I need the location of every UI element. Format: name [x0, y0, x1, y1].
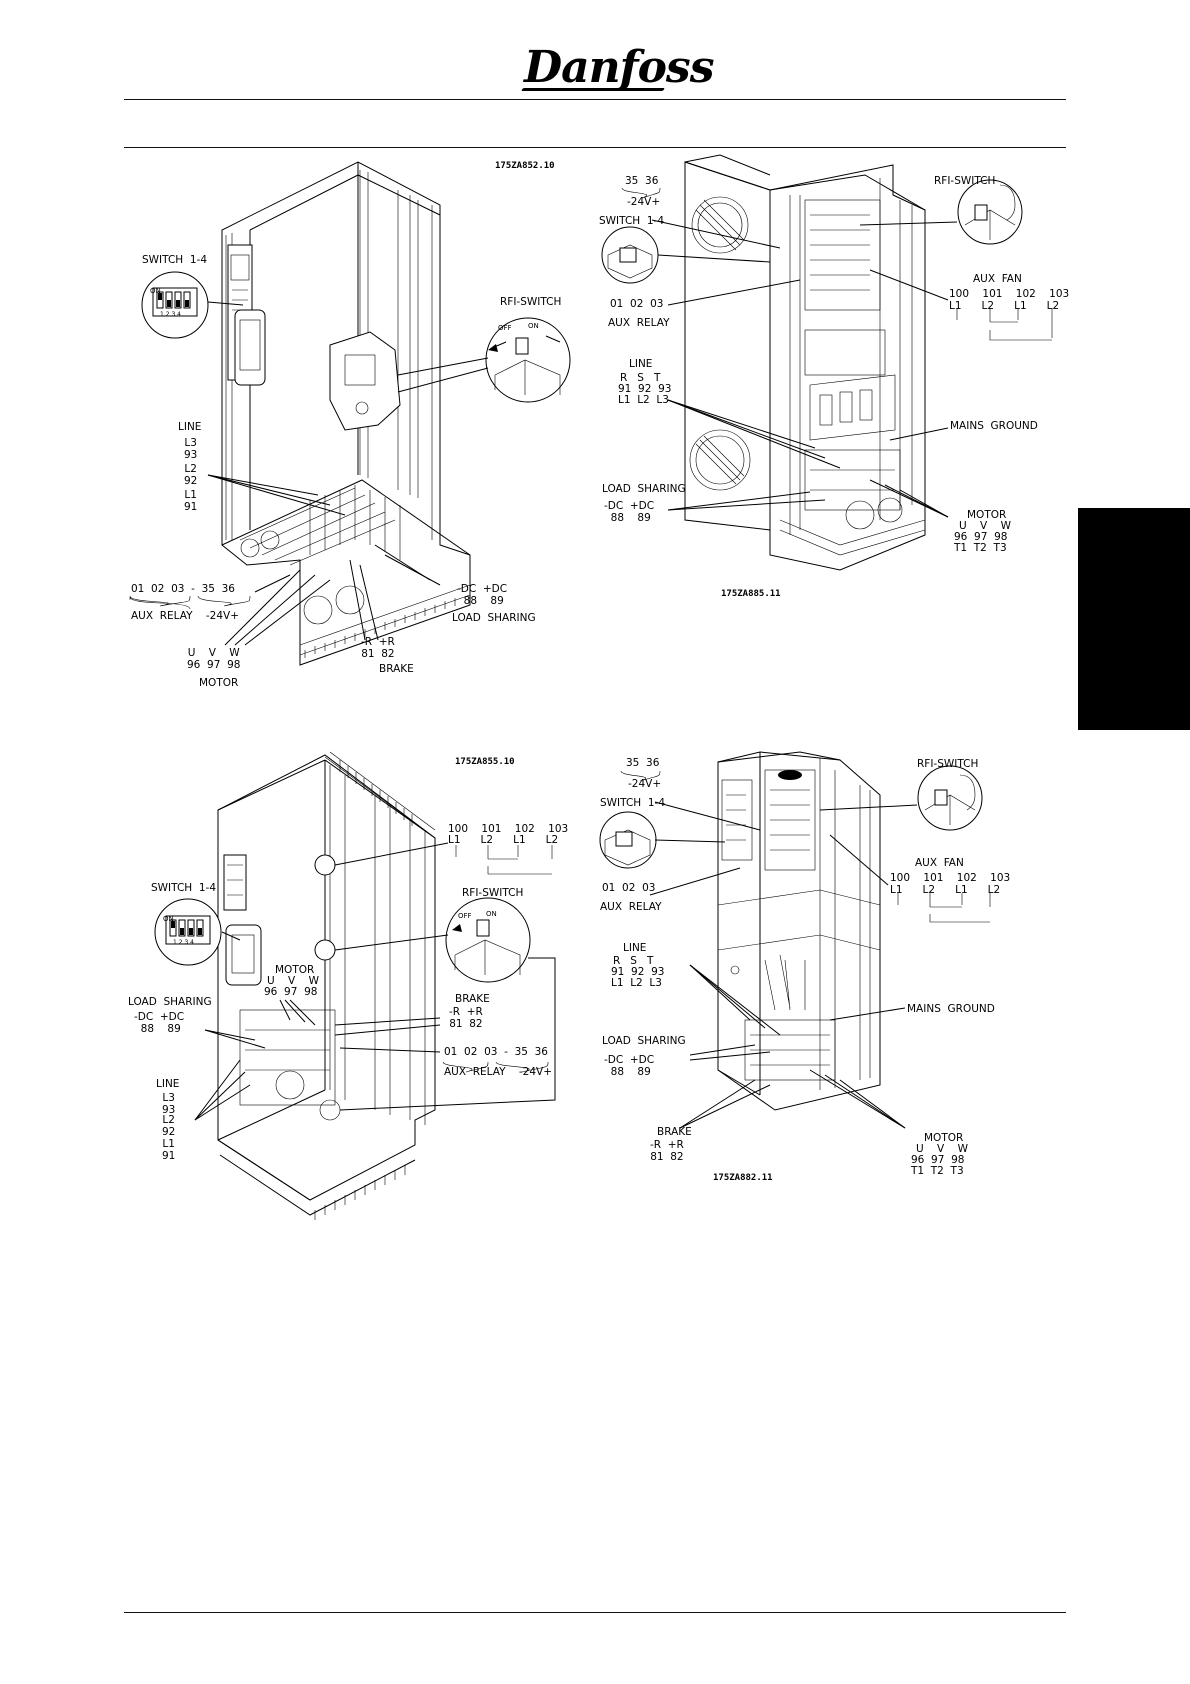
relay-nums: 01 02 03	[602, 882, 656, 894]
loadsharing-caption: LOAD SHARING	[602, 483, 686, 495]
line-nums: 91 92 93	[618, 383, 672, 395]
rfi-on-label: ON	[486, 910, 497, 918]
relay-caption: AUX RELAY -24V+	[444, 1066, 553, 1078]
aux-fan-nums: 100 101 102 103	[448, 823, 569, 835]
l1-label: L1 91	[184, 489, 198, 513]
relay-nums: 01 02 03	[610, 298, 664, 310]
brake-caption: BRAKE	[379, 663, 414, 675]
motor-caption: MOTOR	[924, 1132, 964, 1144]
dip-nums-label: 1 2 3 4	[160, 311, 181, 318]
rfi-off-label: OFF	[498, 324, 512, 332]
l3-label: L3 93	[184, 437, 198, 461]
dip-on-label: ON	[163, 915, 174, 923]
line-l: L1 L2 L3	[611, 977, 662, 989]
header-rule-bottom	[124, 147, 1066, 148]
motor-nums: U V W 96 97 98	[187, 647, 241, 671]
loadsharing-nums: -DC +DC 88 89	[457, 583, 508, 607]
danfoss-logo: Danfoss	[524, 42, 714, 93]
aux-fan-nums: 100 101 102 103	[949, 288, 1070, 300]
switch-label: SWITCH 1-4	[151, 882, 216, 894]
relay-caption: AUX RELAY	[608, 317, 670, 329]
aux-fan-l: L1 L2 L1 L2	[949, 300, 1060, 312]
aux-fan-l: L1 L2 L1 L2	[448, 834, 559, 846]
dip-nums-label: 1 2 3 4	[173, 939, 194, 946]
figure-code: 175ZA882.11	[713, 1173, 773, 1183]
rfi-off-label: OFF	[458, 912, 472, 920]
motor-nums: 96 97 98	[911, 1154, 965, 1166]
header-rule-top	[124, 99, 1066, 100]
rfi-switch-label: RFI-SWITCH	[934, 175, 996, 187]
footer-rule	[124, 1612, 1066, 1613]
mains-ground-label: MAINS GROUND	[907, 1003, 995, 1015]
motor-caption: MOTOR	[199, 677, 239, 689]
relay-nums: 01 02 03 - 35 36	[131, 583, 235, 595]
mains-ground-label: MAINS GROUND	[950, 420, 1038, 432]
line-label: LINE	[629, 358, 653, 370]
figure-code: 175ZA885.11	[721, 589, 781, 599]
dip-on-label: ON	[150, 287, 161, 295]
line-l: L1 L2 L3	[618, 394, 669, 406]
loadsharing-nums: -DC +DC 88 89	[134, 1011, 185, 1035]
motor-uvw: U V W	[959, 520, 1011, 532]
line-label: LINE	[156, 1078, 180, 1090]
motor-caption: MOTOR	[967, 509, 1007, 521]
motor-caption: MOTOR	[275, 964, 315, 976]
line-nums: 91 92 93	[611, 966, 665, 978]
line-rst: R S T	[620, 372, 661, 384]
motor-uvw: U V W	[916, 1143, 968, 1155]
relay-nums: 01 02 03 - 35 36	[444, 1046, 548, 1058]
brake-nums: -R +R 81 82	[361, 636, 395, 660]
v24-nums: 35 36	[625, 175, 659, 187]
v24-caption: -24V+	[628, 778, 662, 790]
rfi-switch-label: RFI-SWITCH	[500, 296, 562, 308]
l1-label: L1 91	[162, 1138, 176, 1162]
figure-code: 175ZA852.10	[495, 161, 555, 171]
line-label: LINE	[623, 942, 647, 954]
loadsharing-caption: LOAD SHARING	[602, 1035, 686, 1047]
section-tab-marker	[1078, 508, 1190, 730]
l3-label: L3 93	[162, 1092, 176, 1116]
aux-fan-label: AUX FAN	[973, 273, 1022, 285]
brake-nums: -R +R 81 82	[650, 1139, 684, 1163]
l2-label: L2 92	[184, 463, 198, 487]
motor-t: T1 T2 T3	[911, 1165, 964, 1177]
v24-nums: 35 36	[626, 757, 660, 769]
motor-uvw: U V W	[267, 975, 319, 987]
l2-label: L2 92	[162, 1114, 176, 1138]
motor-t: T1 T2 T3	[954, 542, 1007, 554]
switch-label: SWITCH 1-4	[599, 215, 664, 227]
loadsharing-nums: -DC +DC 88 89	[604, 1054, 655, 1078]
loadsharing-caption: LOAD SHARING	[128, 996, 212, 1008]
v24-caption: -24V+	[627, 196, 661, 208]
relay-caption: AUX RELAY	[600, 901, 662, 913]
rfi-switch-label: RFI-SWITCH	[917, 758, 979, 770]
aux-fan-nums: 100 101 102 103	[890, 872, 1011, 884]
relay-caption: AUX RELAY -24V+	[131, 610, 240, 622]
brake-caption: BRAKE	[455, 993, 490, 1005]
switch-label: SWITCH 1-4	[142, 254, 207, 266]
motor-nums: 96 97 98	[264, 986, 318, 998]
rfi-on-label: ON	[528, 322, 539, 330]
brake-nums: -R +R 81 82	[449, 1006, 483, 1030]
aux-fan-label: AUX FAN	[915, 857, 964, 869]
figure-code: 175ZA855.10	[455, 757, 515, 767]
motor-nums: 96 97 98	[954, 531, 1008, 543]
brake-caption: BRAKE	[657, 1126, 692, 1138]
line-label: LINE	[178, 421, 202, 433]
rfi-switch-label: RFI-SWITCH	[462, 887, 524, 899]
loadsharing-caption: LOAD SHARING	[452, 612, 536, 624]
loadsharing-nums: -DC +DC 88 89	[604, 500, 655, 524]
aux-fan-l: L1 L2 L1 L2	[890, 884, 1001, 896]
switch-label: SWITCH 1-4	[600, 797, 665, 809]
line-rst: R S T	[613, 955, 654, 967]
